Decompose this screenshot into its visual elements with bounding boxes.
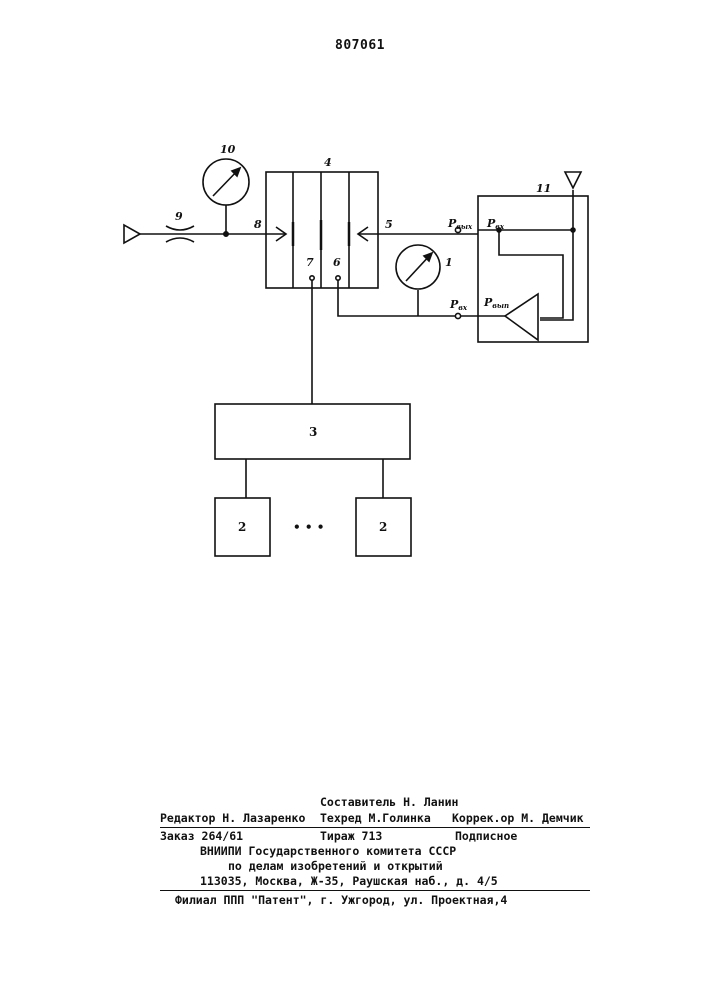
imprint-order: Заказ 264/61 [160,829,243,843]
imprint-address: 113035, Москва, Ж-35, Раушская наб., д. … [200,874,498,888]
label-6: 6 [333,256,341,269]
label-10: 10 [220,143,236,156]
label-9: 9 [175,210,183,223]
imprint-circulation: Тираж 713 [320,829,382,843]
label-3: 3 [309,425,317,439]
label-8: 8 [254,218,262,231]
port-6-node [336,276,340,280]
label-2-right: 2 [379,520,387,534]
port-7-node [310,276,314,280]
label-11: 11 [536,182,551,195]
imprint-corrector: Коррек.ор М. Демчик [452,811,584,825]
label-7: 7 [306,256,314,269]
label-2-left: 2 [238,520,246,534]
label-1: 1 [445,256,453,269]
imprint-rule-2 [160,890,590,891]
imprint-org-line1: ВНИИПИ Государственного комитета СССР [200,844,456,858]
imprint-org-line2: по делам изобретений и открытий [228,859,443,873]
label-p-pit: Pвып [483,296,509,310]
input-node [455,313,460,318]
amplifier-symbol [505,294,538,340]
label-5: 5 [385,218,393,231]
antenna-symbol [565,172,581,188]
imprint-branch: Филиал ППП "Патент", г. Ужгород, ул. Про… [175,893,507,907]
imprint-subscription: Подписное [455,829,517,843]
label-p-in-2: Pвх [449,298,468,312]
input-source-symbol [124,225,140,243]
imprint-rule-1 [160,827,590,828]
label-4: 4 [324,156,332,169]
imprint-composer: Составитель Н. Ланин [320,795,458,809]
imprint-editor: Редактор Н. Лазаренко [160,811,305,825]
label-p-out: Pвых [447,217,473,231]
schematic-diagram: 10 4 11 9 8 5 7 6 1 3 2 2 • • • Pвых Pвх… [0,0,707,620]
label-p-in-1: Pвх [486,217,505,231]
ellipsis-dots: • • • [293,520,324,534]
imprint-techred: Техред М.Голинка [320,811,431,825]
